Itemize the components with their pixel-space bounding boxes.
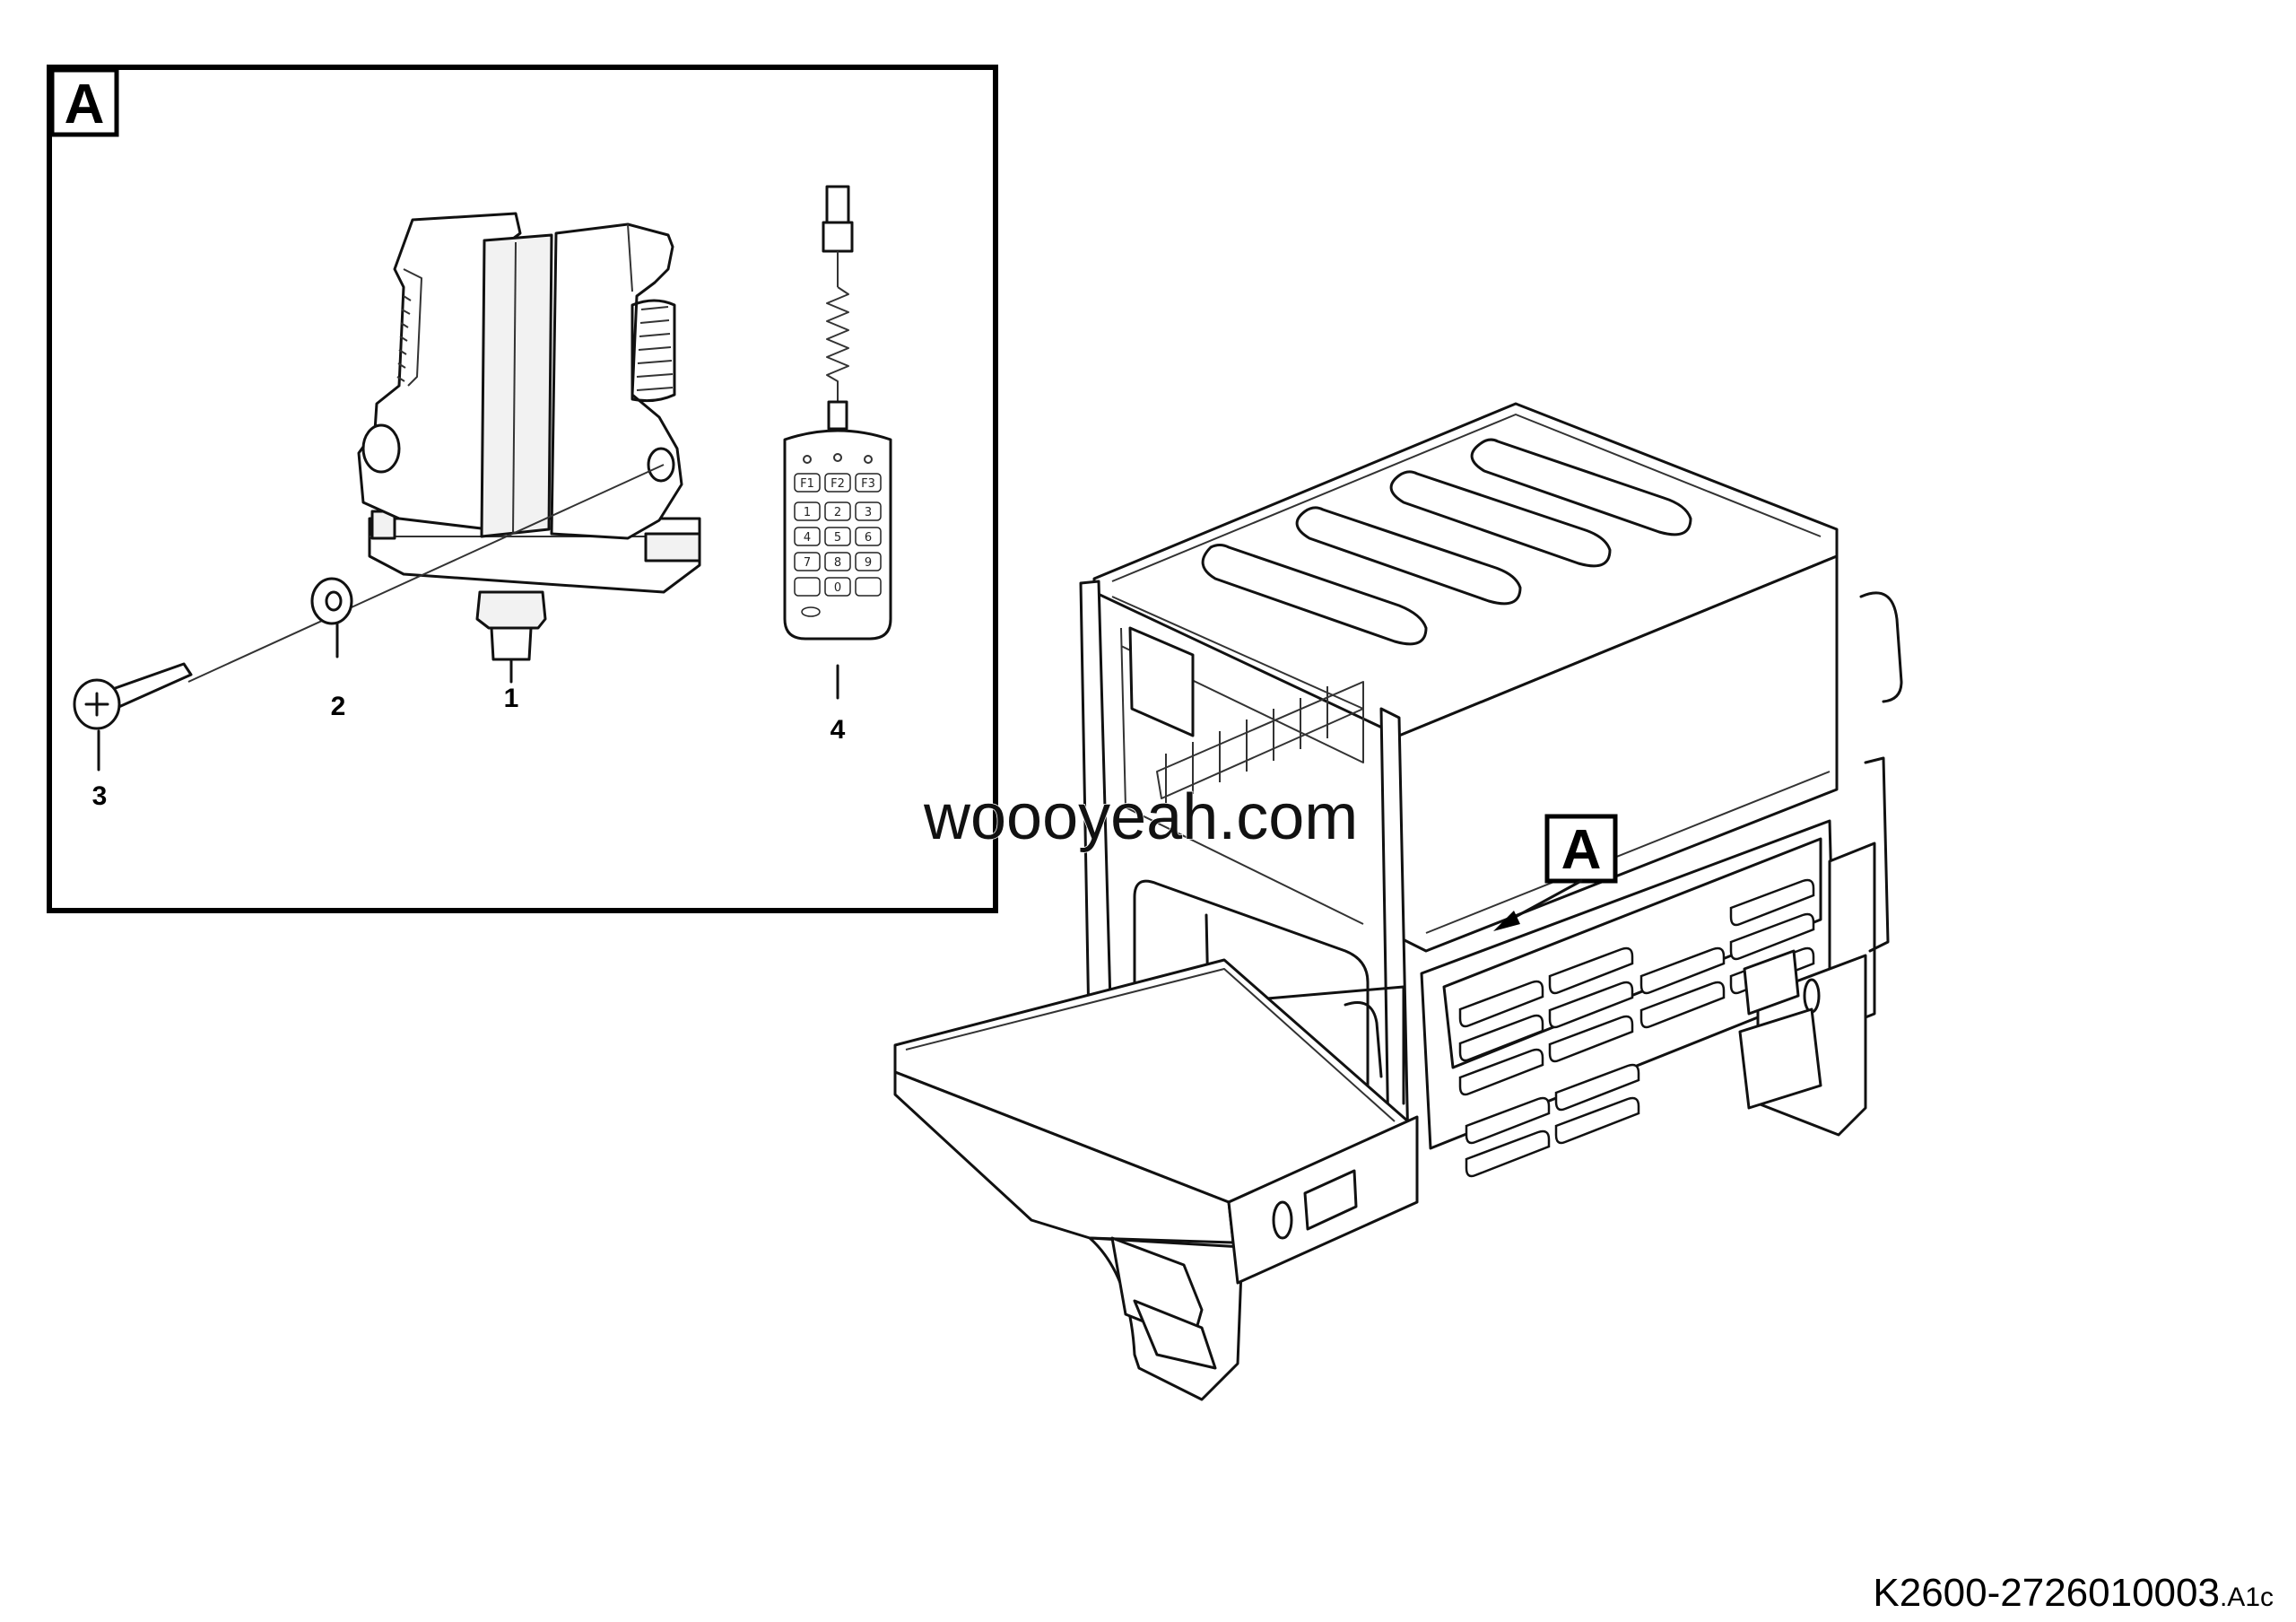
callout-2: 2 xyxy=(331,692,346,721)
grille-slot xyxy=(1554,1063,1640,1112)
remote-key-4-frame xyxy=(794,527,821,546)
drawing-code: K2600-2726010003.A1c xyxy=(1873,1571,2274,1615)
remote-key-9: 9 xyxy=(865,556,872,570)
remote-key-right-frame xyxy=(855,577,882,597)
grille-slot xyxy=(1458,1048,1544,1096)
grille-slot xyxy=(1639,981,1726,1029)
drawing-code-suffix: .A1c xyxy=(2220,1583,2274,1612)
watermark-text: woooyeah.com xyxy=(923,781,1358,853)
remote-key-6: 6 xyxy=(865,531,872,545)
remote-key-f1: F1 xyxy=(800,477,814,491)
remote-key-7-frame xyxy=(794,552,821,571)
grille-slot xyxy=(1729,912,1815,961)
remote-keypad: F1 F2 F3 1 2 3 4 5 6 7 8 9 0 xyxy=(794,473,882,617)
remote-key-6-frame xyxy=(855,527,882,546)
grille-slot xyxy=(1639,946,1726,995)
remote-key-8: 8 xyxy=(834,556,841,570)
main-view-label: A xyxy=(1561,819,1602,881)
remote-key-2-frame xyxy=(824,501,851,521)
grille-slot xyxy=(1548,981,1634,1029)
remote-key-8-frame xyxy=(824,552,851,571)
remote-key-f2: F2 xyxy=(831,477,845,491)
grille-slot xyxy=(1458,980,1544,1028)
receiver-bracket-drawing xyxy=(357,212,701,661)
screw-drawing xyxy=(73,662,193,730)
remote-key-1-frame xyxy=(794,501,821,521)
machine-cab-drawing xyxy=(893,402,1903,1401)
remote-key-3-frame xyxy=(855,501,882,521)
remote-logo-icon xyxy=(801,606,821,617)
remote-key-3: 3 xyxy=(865,506,872,519)
callout-4: 4 xyxy=(831,715,846,745)
grille-slot xyxy=(1465,1096,1551,1145)
grille-slot xyxy=(1465,1129,1551,1178)
grille-slot xyxy=(1458,1014,1544,1062)
grille-slot xyxy=(1548,946,1634,995)
detail-view-label: A xyxy=(65,74,105,135)
remote-key-f3-frame xyxy=(855,473,882,493)
remote-key-7: 7 xyxy=(804,556,811,570)
remote-key-0-frame xyxy=(824,577,851,597)
grille-slots xyxy=(1458,878,1815,1178)
callout-1: 1 xyxy=(504,684,519,713)
remote-control-drawing: F1 F2 F3 1 2 3 4 5 6 7 8 9 0 xyxy=(783,185,892,641)
remote-key-2: 2 xyxy=(834,506,841,519)
view-a-pointer: A xyxy=(1493,814,1618,931)
remote-key-5: 5 xyxy=(834,531,841,545)
callout-3: 3 xyxy=(92,781,108,811)
remote-key-left-frame xyxy=(794,577,821,597)
remote-key-f2-frame xyxy=(824,473,851,493)
grille-slot xyxy=(1554,1096,1640,1145)
washer-drawing xyxy=(310,577,353,625)
assembly-line xyxy=(187,464,665,683)
remote-key-9-frame xyxy=(855,552,882,571)
remote-key-f3: F3 xyxy=(861,477,875,491)
remote-key-4: 4 xyxy=(804,531,811,545)
remote-key-f1-frame xyxy=(794,473,821,493)
remote-key-0: 0 xyxy=(834,581,841,595)
grille-slot xyxy=(1548,1015,1634,1063)
callout-leaders xyxy=(97,622,839,772)
grille-slot xyxy=(1729,878,1815,927)
drawing-code-main: K2600-2726010003 xyxy=(1873,1571,2220,1615)
remote-key-1: 1 xyxy=(804,506,811,519)
remote-key-5-frame xyxy=(824,527,851,546)
